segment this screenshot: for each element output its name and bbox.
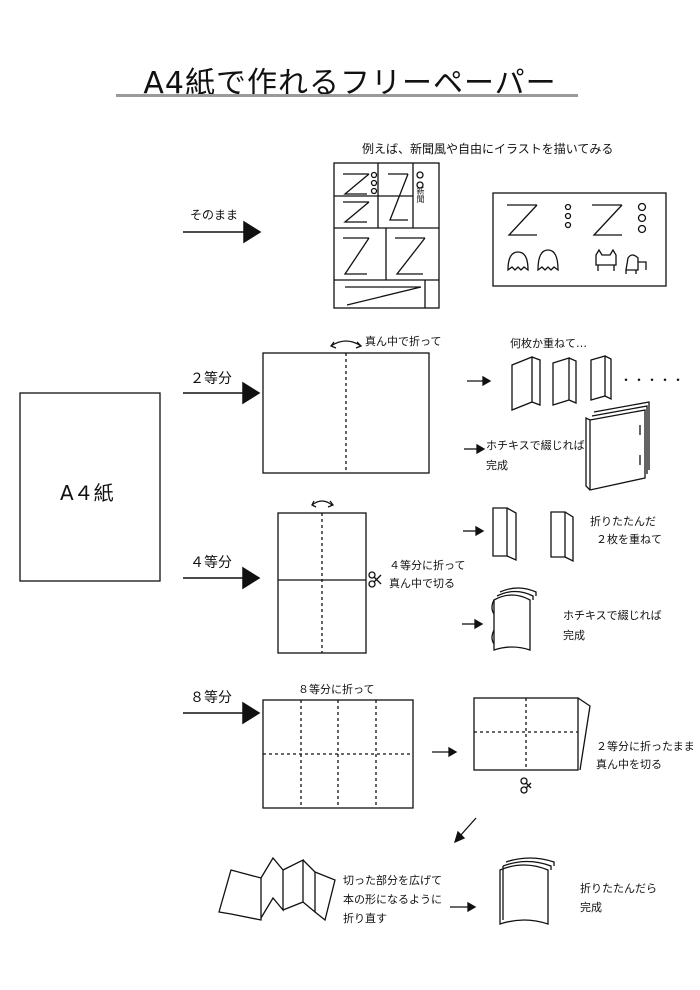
note-fold8-cut-1: ２等分に折ったまま (596, 740, 695, 753)
final-book (499, 857, 555, 925)
note-fold8-cut-2: 真ん中を切る (596, 758, 662, 771)
note-fold4-1: ４等分に折って (389, 559, 466, 572)
scissors-icon-1 (368, 571, 382, 588)
arrow-half (183, 381, 261, 405)
arrow-down-left (453, 817, 477, 844)
note-ellipsis: ・・・・・ (620, 373, 686, 387)
note-final-1: 折りたたんだら (580, 882, 657, 895)
option-label-plain: そのまま (190, 208, 239, 222)
half-sheet (262, 340, 430, 474)
option-label-quarter: ４等分 (190, 555, 232, 571)
option-label-eighth: ８等分 (190, 690, 232, 706)
title-underline (116, 94, 578, 97)
newspaper-label: 新聞 (416, 187, 425, 203)
note-staple-2: 完成 (486, 459, 508, 472)
stapled-booklet (585, 401, 650, 491)
note-folded-2: ２枚を重ねて (596, 533, 662, 546)
arrow-eighth (183, 701, 261, 725)
note-staple2-1: ホチキスで綴じれば (563, 609, 662, 622)
quarter-sheet (277, 500, 367, 654)
eighth-sheet (262, 699, 414, 809)
note-staple-1: ホチキスで綴じれば (486, 439, 585, 452)
note-folded-1: 折りたたんだ (590, 515, 656, 528)
arrow-right-small-5 (432, 746, 458, 758)
note-fold4-2: 真ん中で切る (389, 577, 455, 590)
note-final-2: 完成 (580, 901, 602, 914)
scissors-icon-2 (520, 777, 532, 794)
newspaper-sheet (333, 162, 440, 309)
arrow-right-small-3 (463, 525, 485, 537)
eighth-folded-sheet (473, 697, 591, 771)
arrow-right-small-4 (462, 618, 484, 630)
note-fold8: ８等分に折って (298, 683, 375, 696)
arrow-plain (183, 220, 262, 244)
a4-sheet (19, 392, 161, 582)
note-spread-2: 本の形になるように (343, 893, 442, 906)
note-stack: 何枚か重ねて… (510, 337, 587, 350)
spread-book-shape (218, 856, 336, 922)
a4-label: A４紙 (60, 481, 114, 505)
stapled-small-book (491, 587, 537, 651)
note-fold-center: 真ん中で折って (365, 335, 442, 348)
option-label-half: ２等分 (190, 371, 232, 387)
arrow-quarter (183, 566, 261, 590)
note-staple2-2: 完成 (563, 629, 585, 642)
note-spread-1: 切った部分を広げて (343, 874, 442, 887)
arrow-right-small-6 (450, 901, 477, 913)
arrow-right-small-2 (464, 443, 486, 455)
example-caption: 例えば、新聞風や自由にイラストを描いてみる (362, 142, 614, 156)
note-spread-3: 折り直す (343, 912, 387, 925)
arrow-right-small-1 (467, 375, 492, 387)
illustration-sheet (492, 192, 667, 287)
folded-pair (492, 507, 574, 563)
stacked-booklets (511, 355, 612, 411)
